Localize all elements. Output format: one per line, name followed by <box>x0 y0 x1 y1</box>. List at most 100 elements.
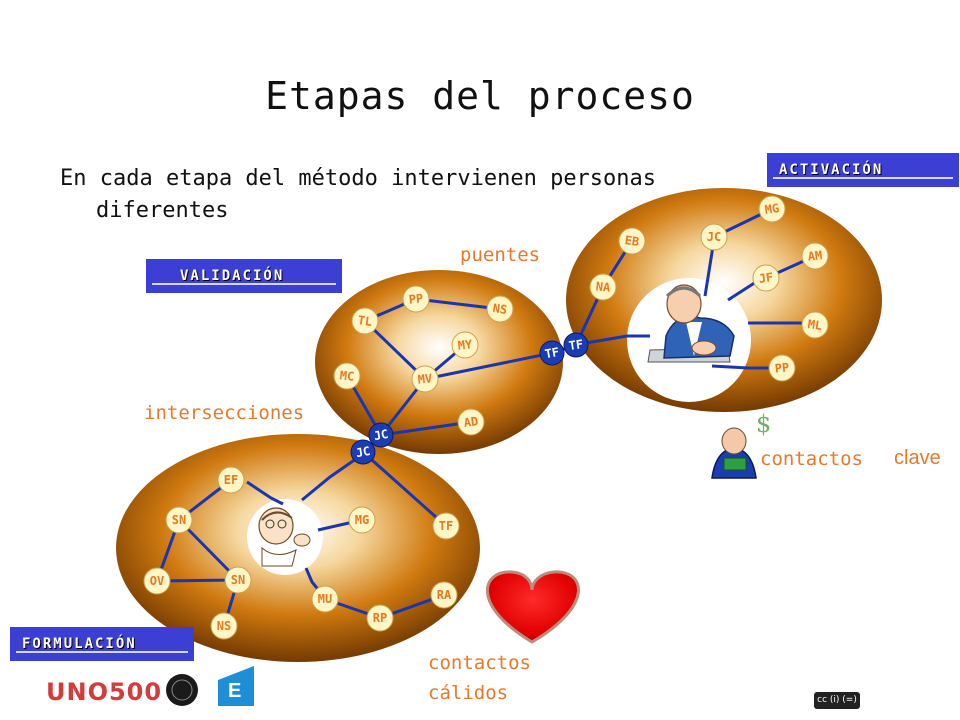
node-label: MU <box>318 592 332 606</box>
node-label: NS <box>217 619 231 633</box>
node-label: RA <box>437 588 452 602</box>
heart-icon <box>486 570 580 644</box>
intro-line-1: En cada etapa del método intervienen per… <box>60 166 657 191</box>
activacion-badge-label: ACTIVACIÓN <box>779 162 884 178</box>
node-circle <box>563 332 589 358</box>
node-circle <box>210 612 238 640</box>
node-label: MC <box>339 368 355 383</box>
uno500-logo: UNO500 <box>46 678 163 706</box>
node-a_jc: JC <box>700 223 728 251</box>
node-label: JC <box>355 444 372 460</box>
node-circle <box>350 439 376 465</box>
edge-v_jc-v_ad <box>380 420 472 437</box>
node-v_ad: AD <box>457 408 485 436</box>
clave-label: clave <box>894 447 941 469</box>
node-label: JC <box>373 427 390 443</box>
validacion-badge: VALIDACIÓN <box>146 259 342 293</box>
formulacion-badge: FORMULACIÓN <box>10 627 194 661</box>
node-v_ns: NS <box>486 295 514 323</box>
node-f_sn1: SN <box>165 506 193 534</box>
contactos-calidos-line-1: contactos <box>428 652 531 674</box>
node-f_ef: EF <box>217 466 245 494</box>
node-circle <box>311 585 339 613</box>
edge-f_ov-f_sn2 <box>156 578 239 583</box>
edge-v_mv-v_tl <box>363 319 427 381</box>
activacion-badge: ACTIVACIÓN <box>767 153 959 187</box>
node-f_tf: TF <box>432 512 460 540</box>
node-circle <box>366 604 394 632</box>
e-logo-letter: E <box>228 680 242 702</box>
node-circle <box>700 223 728 251</box>
node-a_ml: ML <box>801 311 829 339</box>
node-circle <box>768 354 796 382</box>
node-label: PP <box>408 291 424 306</box>
intro-line-2: diferentes <box>96 198 229 223</box>
node-circle <box>618 227 646 255</box>
node-label: SN <box>231 573 245 587</box>
node-circle <box>165 506 193 534</box>
node-f_mu: MU <box>311 585 339 613</box>
node-label: NS <box>492 301 508 317</box>
node-a_eb: EB <box>618 227 646 255</box>
contactos-label: contactos <box>760 448 863 470</box>
node-a_tf: TF <box>563 332 589 358</box>
validacion-badge-label: VALIDACIÓN <box>180 268 285 284</box>
node-label: AM <box>807 248 823 263</box>
node-label: MV <box>417 371 433 386</box>
node-label: OV <box>150 574 164 588</box>
node-circle <box>224 566 252 594</box>
node-label: TL <box>357 313 373 329</box>
contactos-calidos-line-2: cálidos <box>428 682 509 704</box>
node-label: MY <box>457 337 474 353</box>
node-circle <box>411 365 439 393</box>
node-label: ML <box>807 317 823 333</box>
node-a_am: AM <box>801 242 829 270</box>
node-v_mc: MC <box>333 362 361 390</box>
node-label: JF <box>758 270 774 286</box>
key-contact-icon: $ <box>711 410 771 479</box>
node-circle <box>217 466 245 494</box>
node-v_jc: JC <box>368 422 394 448</box>
node-circle <box>430 581 458 609</box>
node-circle <box>348 506 376 534</box>
e-logo <box>218 666 254 706</box>
node-circle <box>402 285 430 313</box>
creative-commons-badge: cc (i) (=) <box>814 692 860 709</box>
node-label: EF <box>224 473 238 487</box>
page-title: Etapas del proceso <box>265 74 695 118</box>
node-v_mv: MV <box>411 365 439 393</box>
node-v_my: MY <box>451 331 479 359</box>
node-circle <box>351 307 379 335</box>
formulacion-badge-label: FORMULACIÓN <box>22 636 137 652</box>
node-circle <box>801 242 829 270</box>
node-label: AD <box>463 414 479 430</box>
node-a_mg: MG <box>758 195 786 223</box>
node-label: MG <box>355 513 369 527</box>
node-f_ra: RA <box>430 581 458 609</box>
node-f_mg: MG <box>348 506 376 534</box>
node-label: EB <box>624 233 640 249</box>
svg-text:$: $ <box>756 410 771 438</box>
node-f_ov: OV <box>143 567 171 595</box>
node-a_jf: JF <box>752 264 780 292</box>
edge-f_jc-f_tf <box>362 450 447 528</box>
node-circle <box>589 273 617 301</box>
node-circle <box>486 295 514 323</box>
node-circle <box>539 340 565 366</box>
node-v_pp: PP <box>402 285 430 313</box>
node-circle <box>432 512 460 540</box>
node-f_sn2: SN <box>224 566 252 594</box>
node-a_na: NA <box>589 273 617 301</box>
puentes-label: puentes <box>460 244 541 266</box>
node-circle <box>143 567 171 595</box>
thinker-icon <box>258 507 311 567</box>
businessman-icon <box>647 284 735 363</box>
node-f_rp: RP <box>366 604 394 632</box>
node-label: TF <box>439 519 453 533</box>
node-f_ns: NS <box>210 612 238 640</box>
node-circle <box>758 195 786 223</box>
node-circle <box>752 264 780 292</box>
node-label: SN <box>172 513 186 527</box>
